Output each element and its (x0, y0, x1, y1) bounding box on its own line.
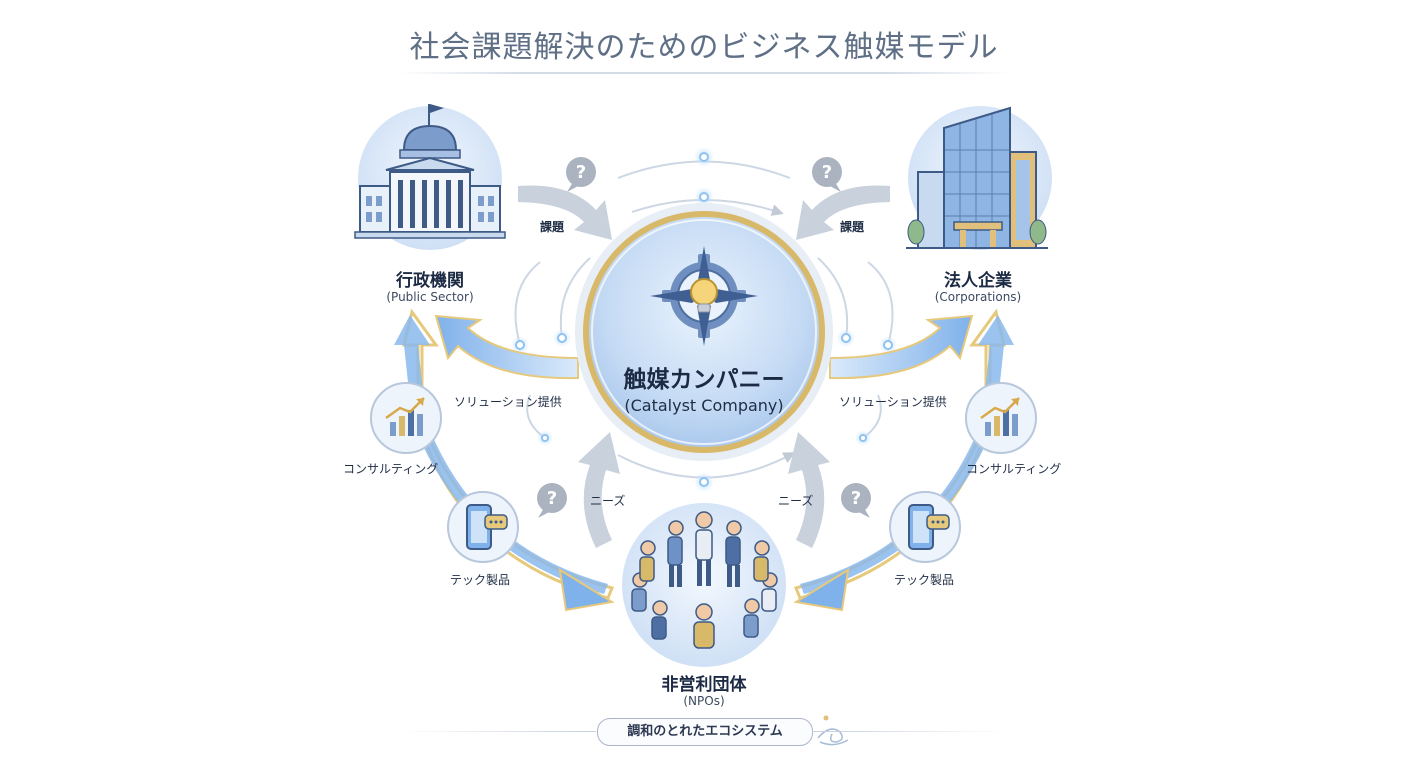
tech-badge-left (447, 491, 519, 563)
flow-label-right-needs: ニーズ (778, 494, 814, 508)
svg-text:?: ? (576, 162, 586, 183)
service-badges (370, 382, 1037, 563)
government-building-icon (354, 104, 506, 239)
flow-label-right-solution: ソリューション提供 (839, 395, 947, 409)
issue-arrow-left (518, 185, 612, 240)
flow-label-right-issue: 課題 (840, 220, 865, 234)
needs-arrow-right (788, 432, 830, 548)
title-divider (400, 72, 1010, 74)
orbit-arc-right-inner (817, 257, 849, 339)
svg-text:?: ? (822, 162, 832, 183)
hub-label: 触媒カンパニー (623, 367, 785, 393)
office-building-icon (906, 106, 1048, 249)
question-icon-top-left: ? (566, 157, 596, 192)
flow-label-left-issue: 課題 (540, 220, 565, 234)
issue-arrows (518, 185, 890, 240)
public-sector-label: 行政機関 (396, 271, 464, 291)
consulting-badge-left (370, 382, 442, 454)
corporations-node (906, 106, 1052, 250)
consulting-badge-right (965, 382, 1037, 454)
public-sector-sublabel: (Public Sector) (386, 290, 474, 304)
flow-label-left-solution: ソリューション提供 (454, 395, 562, 409)
footer-divider-left (400, 731, 596, 732)
footer-divider-right (812, 731, 1008, 732)
arrow-head-right-npo (793, 568, 850, 612)
orbit-arc-left-outer (514, 261, 541, 346)
service-label-left-consulting: コンサルティング (343, 462, 439, 476)
public-sector-node (354, 104, 506, 250)
question-icon-bottom-right: ? (841, 483, 871, 518)
svg-text:?: ? (547, 488, 557, 509)
bar-chart-icon (980, 397, 1020, 436)
footer-caption: 調和のとれたエコシステム (597, 718, 813, 746)
solution-arrows (434, 314, 974, 380)
arrow-head-left-npo (558, 568, 615, 612)
solution-arrow-right (829, 314, 974, 380)
lightbulb-compass-icon (650, 246, 758, 346)
question-bubbles: ? ? ? ? (537, 157, 871, 518)
question-icon-bottom-left: ? (537, 483, 567, 518)
corporations-sublabel: (Corporations) (934, 290, 1022, 304)
swirl-ornament-icon (817, 715, 849, 746)
hub-label-group: 触媒カンパニー (Catalyst Company) (598, 360, 810, 415)
solution-arrow-left (434, 314, 579, 380)
service-label-left-tech: テック製品 (450, 573, 511, 587)
npo-node (622, 503, 786, 667)
people-group-icon (631, 511, 778, 649)
diagram-title: 社会課題解決のためのビジネス触媒モデル (409, 30, 999, 65)
orbit-arc-right-outer (867, 261, 894, 346)
npo-label: 非営利団体 (661, 675, 747, 695)
svg-text:?: ? (851, 488, 861, 509)
issue-arrow-right (796, 185, 890, 240)
hub-sublabel: (Catalyst Company) (624, 396, 784, 415)
service-label-right-tech: テック製品 (894, 573, 955, 587)
flow-label-left-needs: ニーズ (590, 494, 626, 508)
npo-sublabel: (NPOs) (683, 694, 725, 708)
question-icon-top-right: ? (812, 157, 842, 192)
tech-badge-right (889, 491, 961, 563)
glow-dots (511, 147, 897, 492)
corporations-label: 法人企業 (944, 271, 1012, 291)
orbit-arc-left-inner (559, 257, 591, 339)
bar-chart-icon (385, 397, 425, 436)
smartphone-chat-icon (466, 504, 508, 550)
needs-arrows (578, 432, 830, 548)
smartphone-chat-icon (908, 504, 950, 550)
service-label-right-consulting: コンサルティング (966, 462, 1062, 476)
needs-arrow-left (578, 432, 620, 548)
